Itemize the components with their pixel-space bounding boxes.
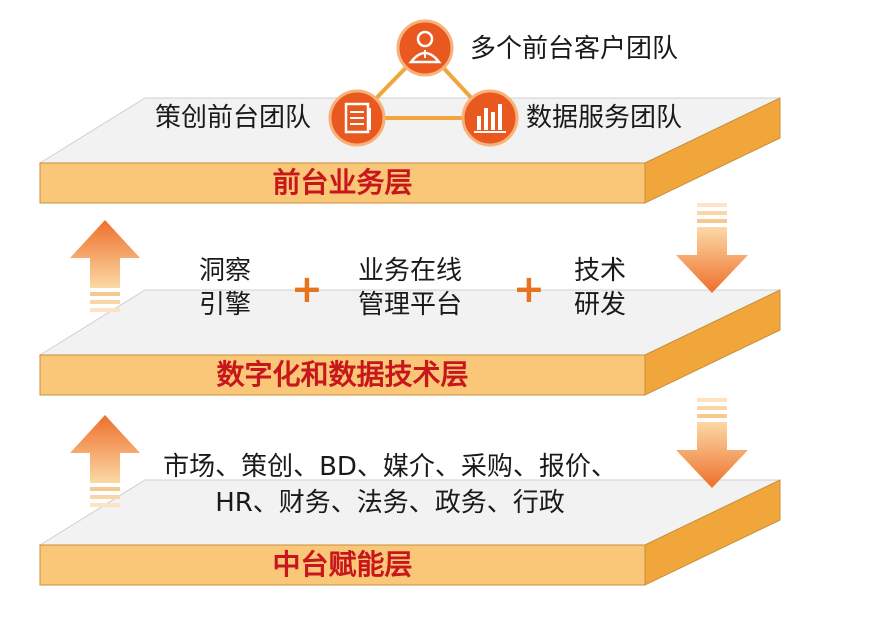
tech-insight-line1: 洞察	[198, 256, 251, 286]
team-data-label: 数据服务团队	[526, 103, 683, 133]
down-arrow-lower	[676, 398, 748, 488]
tech-insight-line2: 引擎	[198, 290, 251, 320]
down-arrow-upper	[676, 203, 748, 293]
team-customer-label: 多个前台客户团队	[470, 34, 679, 64]
team-strategy-label: 策创前台团队	[155, 103, 312, 133]
tech-business-line1: 业务在线	[357, 256, 462, 286]
functions-line1: 市场、策创、BD、媒介、采购、报价、	[163, 452, 617, 482]
layer-front-title: 前台业务层	[272, 166, 413, 199]
up-arrow-upper	[70, 220, 140, 312]
document-list-icon	[328, 89, 386, 147]
up-arrow-lower	[70, 415, 140, 507]
person-icon	[396, 19, 454, 77]
plus-sign-2: +	[513, 267, 545, 311]
functions-line2: HR、财务、法务、政务、行政	[215, 488, 565, 518]
tech-rd-line2: 研发	[573, 290, 626, 320]
team-triangle	[352, 45, 495, 120]
tech-insight: 洞察 引擎	[180, 254, 270, 322]
slab-front	[38, 97, 781, 204]
slab-middle	[38, 479, 781, 586]
tech-rd-line1: 技术	[573, 256, 626, 286]
tech-business-line2: 管理平台	[357, 290, 462, 320]
slab-digital	[38, 289, 781, 396]
tech-business: 业务在线 管理平台	[340, 254, 480, 322]
layer-middle-title: 中台赋能层	[272, 548, 413, 581]
layer-digital-title: 数字化和数据技术层	[216, 358, 469, 391]
plus-sign-1: +	[291, 267, 323, 311]
bar-chart-icon	[461, 89, 519, 147]
tech-rd: 技术 研发	[555, 254, 645, 322]
